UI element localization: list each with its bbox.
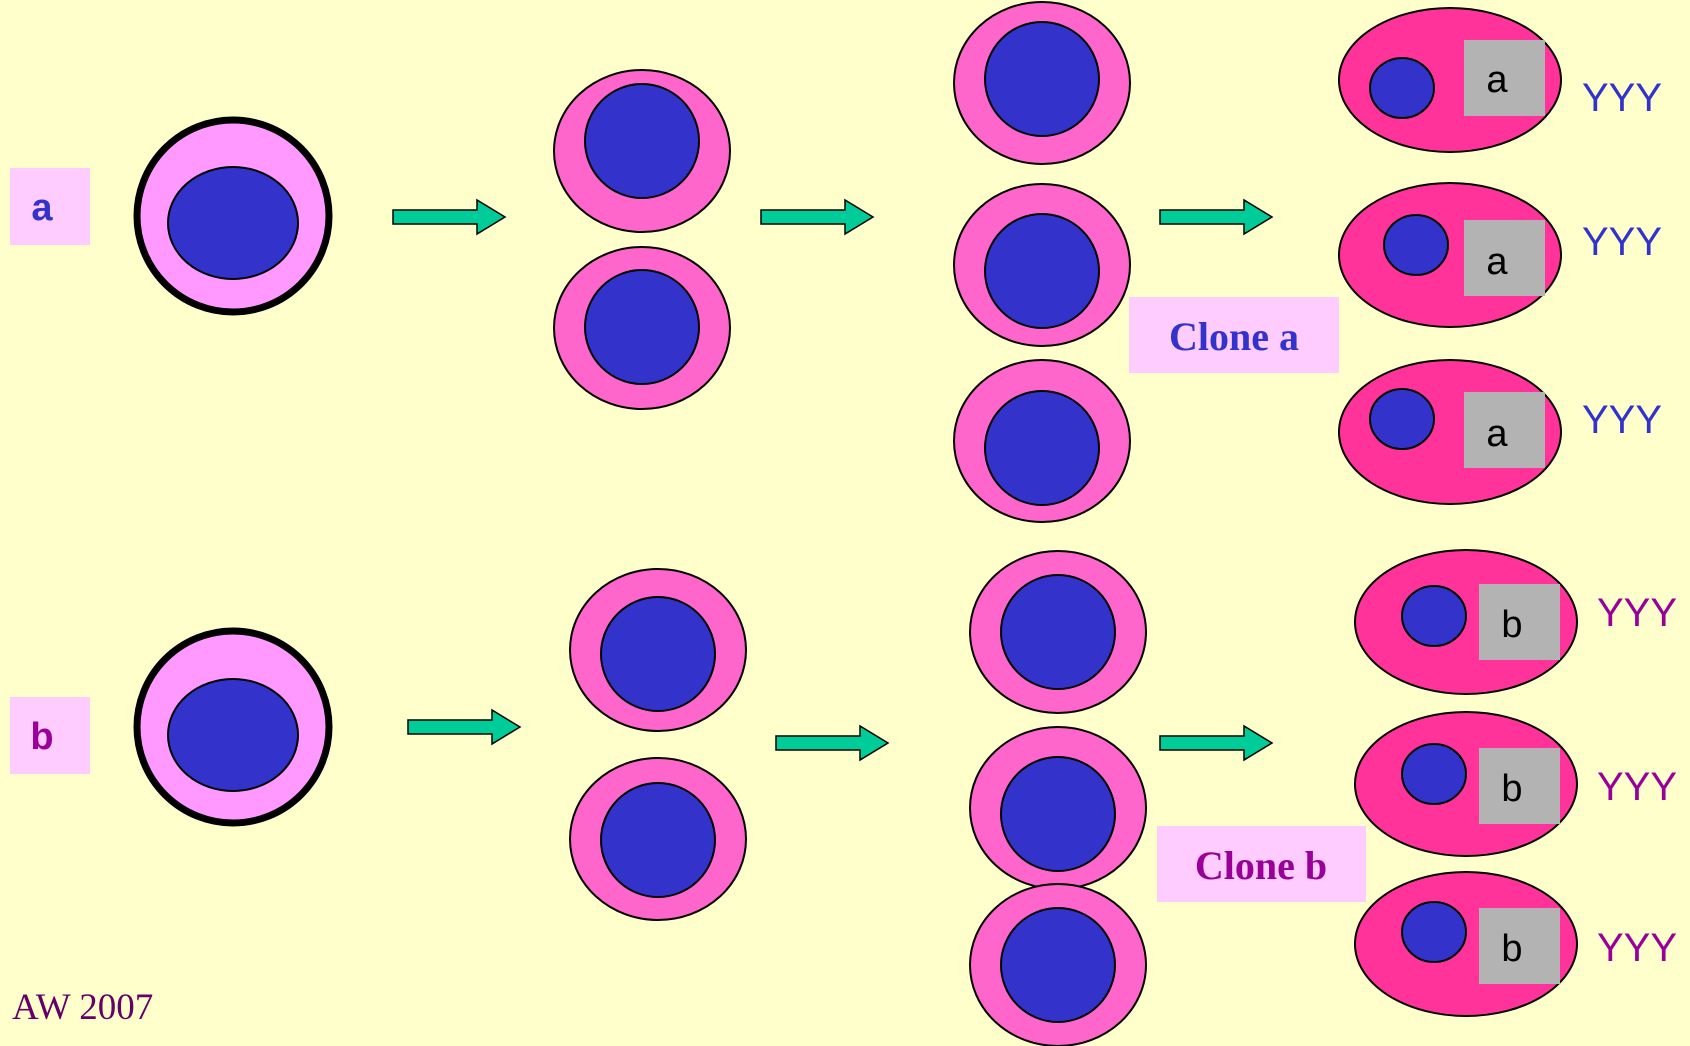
product-box [1479, 584, 1560, 660]
dividing-cell-b5 [969, 883, 1147, 1046]
arrow-right-icon [1159, 198, 1274, 236]
plasma-cell-b2: b [1354, 711, 1578, 857]
secreted-label: YYY [1597, 926, 1677, 970]
product-box [1464, 220, 1545, 296]
product-box [1479, 908, 1560, 984]
product-label: b [1501, 928, 1522, 970]
dividing-cell-a5 [953, 359, 1131, 523]
product-box [1464, 392, 1545, 468]
clone-b-label: Clone b [1195, 843, 1327, 888]
arrow-right-icon [775, 724, 890, 762]
product-label: b [1501, 768, 1522, 810]
secreted-label: YYY [1597, 765, 1677, 809]
secreted-label: YYY [1597, 591, 1677, 635]
product-box [1479, 748, 1560, 824]
plasma-cell-b3: b [1354, 871, 1578, 1017]
dividing-cell-a2 [553, 246, 731, 410]
dividing-cell-b2 [569, 757, 747, 921]
progenitor-cell-a [133, 116, 333, 316]
plasma-cell-a3: a [1338, 359, 1562, 505]
arrow-right-icon [1159, 724, 1274, 762]
arrow-right-icon [392, 198, 507, 236]
secreted-label: YYY [1582, 220, 1662, 264]
credit-text: AW 2007 [12, 987, 153, 1028]
row-b-label-box [10, 697, 90, 774]
dividing-cell-b4 [969, 726, 1147, 890]
arrow-right-icon [407, 708, 522, 746]
secreted-label: YYY [1582, 76, 1662, 120]
dividing-cell-b1 [569, 568, 747, 732]
dividing-cell-a4 [953, 183, 1131, 347]
secreted-label: YYY [1582, 398, 1662, 442]
plasma-cell-a2: a [1338, 182, 1562, 328]
row-b-label: b [30, 716, 53, 758]
dividing-cell-a3 [953, 1, 1131, 165]
dividing-cell-a1 [553, 69, 731, 233]
product-label: a [1486, 241, 1508, 283]
progenitor-cell-b [133, 627, 333, 827]
plasma-cell-b1: b [1354, 549, 1578, 695]
product-box [1464, 40, 1545, 116]
product-label: a [1486, 59, 1508, 101]
row-a-label-box [10, 168, 90, 245]
arrow-right-icon [760, 198, 875, 236]
product-label: a [1486, 413, 1508, 455]
product-label: b [1501, 604, 1522, 646]
row-a-label: a [31, 187, 53, 229]
plasma-cell-a1: a [1338, 7, 1562, 153]
clone-a-label: Clone a [1169, 314, 1299, 359]
clone-b-label-box [1157, 826, 1366, 902]
dividing-cell-b3 [969, 550, 1147, 714]
clone-a-label-box [1129, 297, 1339, 373]
